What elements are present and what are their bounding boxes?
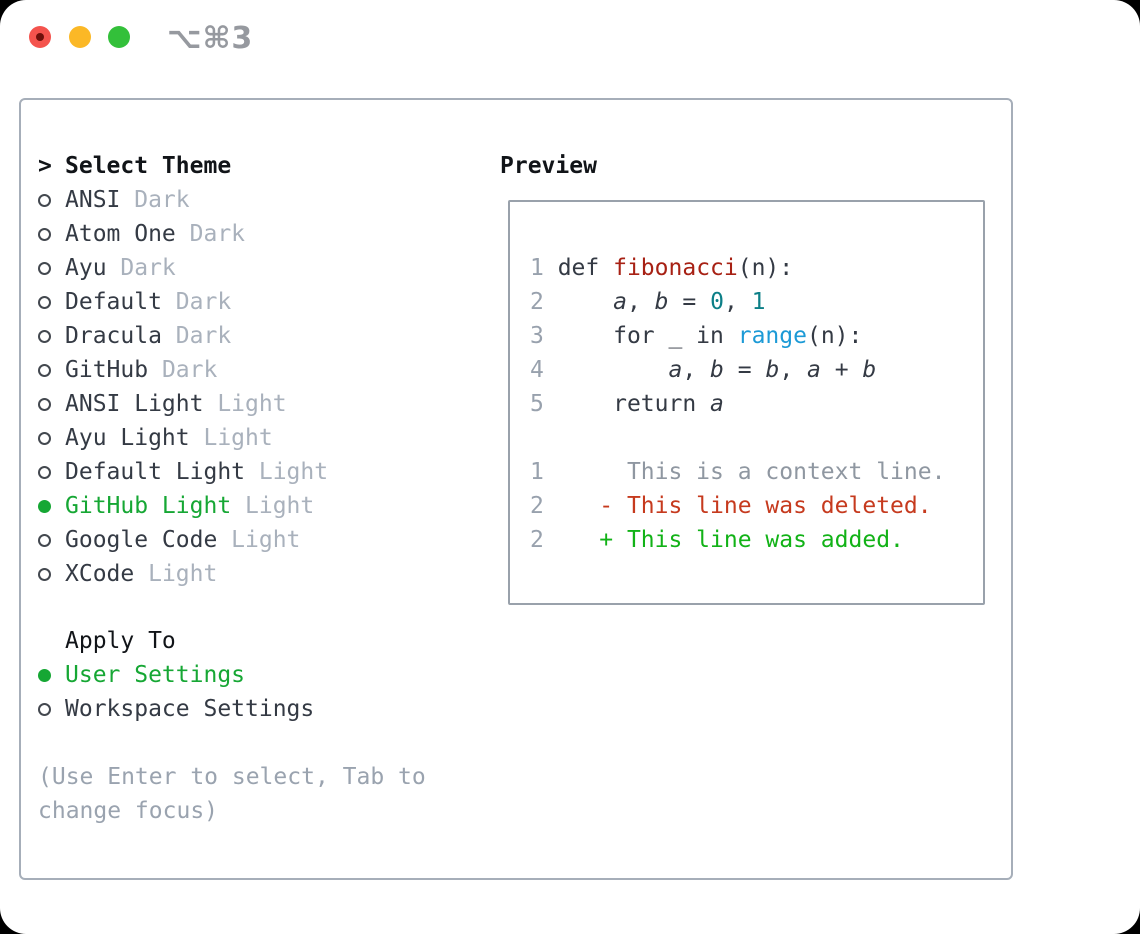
select-theme-title: Select Theme (65, 153, 232, 179)
apply-to-header: Apply To (38, 624, 314, 658)
radio-icon (38, 363, 65, 377)
theme-option-label: Dracula (65, 323, 162, 349)
theme-option[interactable]: Ayu Light Light (38, 421, 328, 455)
apply-option[interactable]: User Settings (38, 658, 314, 692)
titlebar: ⌥⌘3 (0, 0, 1140, 74)
code-line: 2 - This line was deleted. (530, 493, 932, 519)
theme-option-label: ANSI (65, 187, 121, 213)
theme-variant-label: Dark (175, 289, 232, 315)
theme-option-label: Default Light (65, 459, 246, 485)
theme-variant-label: Dark (161, 357, 218, 383)
theme-selector-panel (19, 98, 1013, 880)
theme-option[interactable]: GitHub Dark (38, 353, 328, 387)
theme-option[interactable]: GitHub Light Light (38, 489, 328, 523)
theme-option[interactable]: Default Dark (38, 285, 328, 319)
code-line: 1 def fibonacci(n): (530, 255, 794, 281)
code-line: 5 return a (530, 391, 724, 417)
code-line (530, 421, 983, 455)
keyboard-hint: (Use Enter to select, Tab to change focu… (38, 764, 426, 824)
theme-option[interactable]: ANSI Dark (38, 183, 328, 217)
theme-option[interactable]: Default Light Light (38, 455, 328, 489)
radio-icon (38, 193, 65, 207)
theme-option-label: Default (65, 289, 162, 315)
radio-icon (38, 329, 65, 343)
cursor-arrow-icon: > (38, 153, 52, 179)
select-theme-header: > Select Theme (38, 149, 328, 183)
radio-icon (38, 702, 65, 716)
apply-option[interactable]: Workspace Settings (38, 692, 314, 726)
theme-option[interactable]: XCode Light (38, 557, 328, 591)
code-line: 2 a, b = 0, 1 (530, 289, 766, 315)
window-title: ⌥⌘3 (167, 21, 254, 56)
preview-title: Preview (500, 153, 597, 179)
radio-icon (38, 567, 65, 581)
theme-option-label: Ayu Light (65, 425, 190, 451)
theme-option[interactable]: Ayu Dark (38, 251, 328, 285)
code-line: 3 for _ in range(n): (530, 323, 863, 349)
theme-option[interactable]: Atom One Dark (38, 217, 328, 251)
radio-icon (38, 431, 65, 445)
theme-option-label: Google Code (65, 527, 218, 553)
radio-icon (38, 261, 65, 275)
theme-variant-label: Dark (189, 221, 246, 247)
apply-to-title: Apply To (65, 628, 176, 654)
close-button[interactable] (29, 26, 51, 48)
code-line: 2 + This line was added. (530, 527, 904, 553)
radio-icon (38, 227, 65, 241)
zoom-button[interactable] (108, 26, 130, 48)
theme-option[interactable]: ANSI Light Light (38, 387, 328, 421)
theme-option-label: Ayu (65, 255, 107, 281)
theme-variant-label: Light (217, 391, 287, 417)
code-preview: 1 def fibonacci(n): 2 a, b = 0, 1 3 for _ … (510, 202, 983, 557)
theme-option-label: XCode (65, 561, 135, 587)
theme-variant-label: Dark (134, 187, 190, 213)
theme-variant-label: Dark (120, 255, 176, 281)
theme-option-label: GitHub Light (65, 493, 232, 519)
radio-selected-icon (38, 499, 65, 513)
theme-option-label: GitHub (65, 357, 149, 383)
code-line: 4 a, b = b, a + b (530, 357, 877, 383)
theme-variant-label: Light (203, 425, 273, 451)
theme-variant-label: Light (231, 527, 301, 553)
minimize-button[interactable] (69, 26, 91, 48)
unsaved-indicator-icon (36, 33, 44, 41)
theme-variant-label: Light (245, 493, 315, 519)
theme-option[interactable]: Google Code Light (38, 523, 328, 557)
radio-icon (38, 533, 65, 547)
code-line: 1 This is a context line. (530, 459, 946, 485)
apply-option-label: Workspace Settings (65, 696, 315, 722)
preview-box: 1 def fibonacci(n): 2 a, b = 0, 1 3 for _ … (508, 200, 985, 605)
radio-icon (38, 295, 65, 309)
theme-variant-label: Light (258, 459, 329, 485)
radio-icon (38, 465, 65, 479)
theme-option[interactable]: Dracula Dark (38, 319, 328, 353)
apply-option-label: User Settings (65, 662, 246, 688)
theme-variant-label: Light (148, 561, 218, 587)
radio-selected-icon (38, 668, 65, 682)
theme-option-label: ANSI Light (65, 391, 204, 417)
radio-icon (38, 397, 65, 411)
theme-option-label: Atom One (65, 221, 176, 247)
theme-variant-label: Dark (175, 323, 232, 349)
